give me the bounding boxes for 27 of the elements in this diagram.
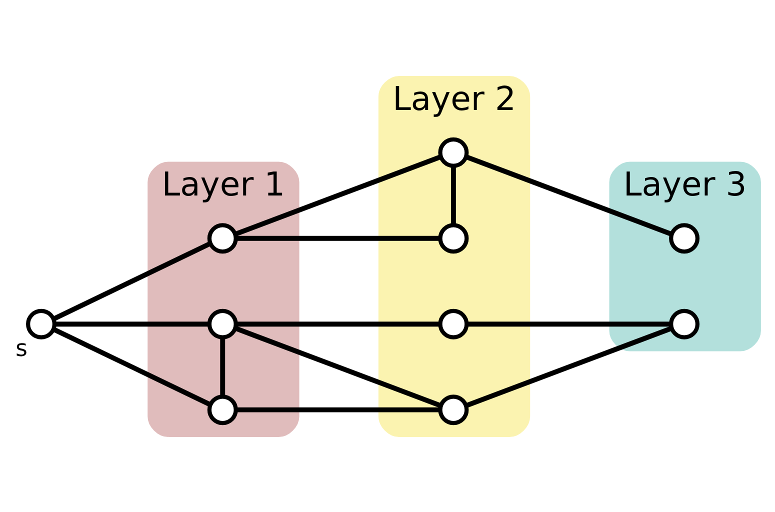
connector: [234, 154, 442, 236]
connector: [234, 325, 442, 408]
node-circle: [26, 308, 57, 339]
node-circle: [207, 394, 238, 425]
node-circle: [669, 222, 700, 254]
connector: [220, 337, 226, 396]
node-circle: [438, 136, 469, 168]
node-circle: [669, 308, 700, 339]
connector: [236, 406, 440, 412]
cluster: Layer 2: [378, 75, 530, 437]
connector: [465, 326, 672, 408]
node-circle: [207, 222, 238, 254]
cluster: Layer 3: [609, 161, 761, 351]
connector: [465, 154, 672, 236]
connector: [236, 235, 440, 240]
connector: [236, 321, 440, 326]
node-circle: [438, 308, 469, 339]
node-circle: [438, 394, 469, 425]
connector: [52, 326, 212, 406]
node-label: s: [15, 335, 28, 362]
connector: [52, 240, 212, 321]
connector: [466, 321, 671, 326]
connector: [450, 166, 456, 224]
connector: [54, 321, 210, 326]
cluster: Layer 1: [148, 161, 300, 437]
node-circle: [207, 308, 238, 339]
node-circle: [438, 222, 469, 254]
